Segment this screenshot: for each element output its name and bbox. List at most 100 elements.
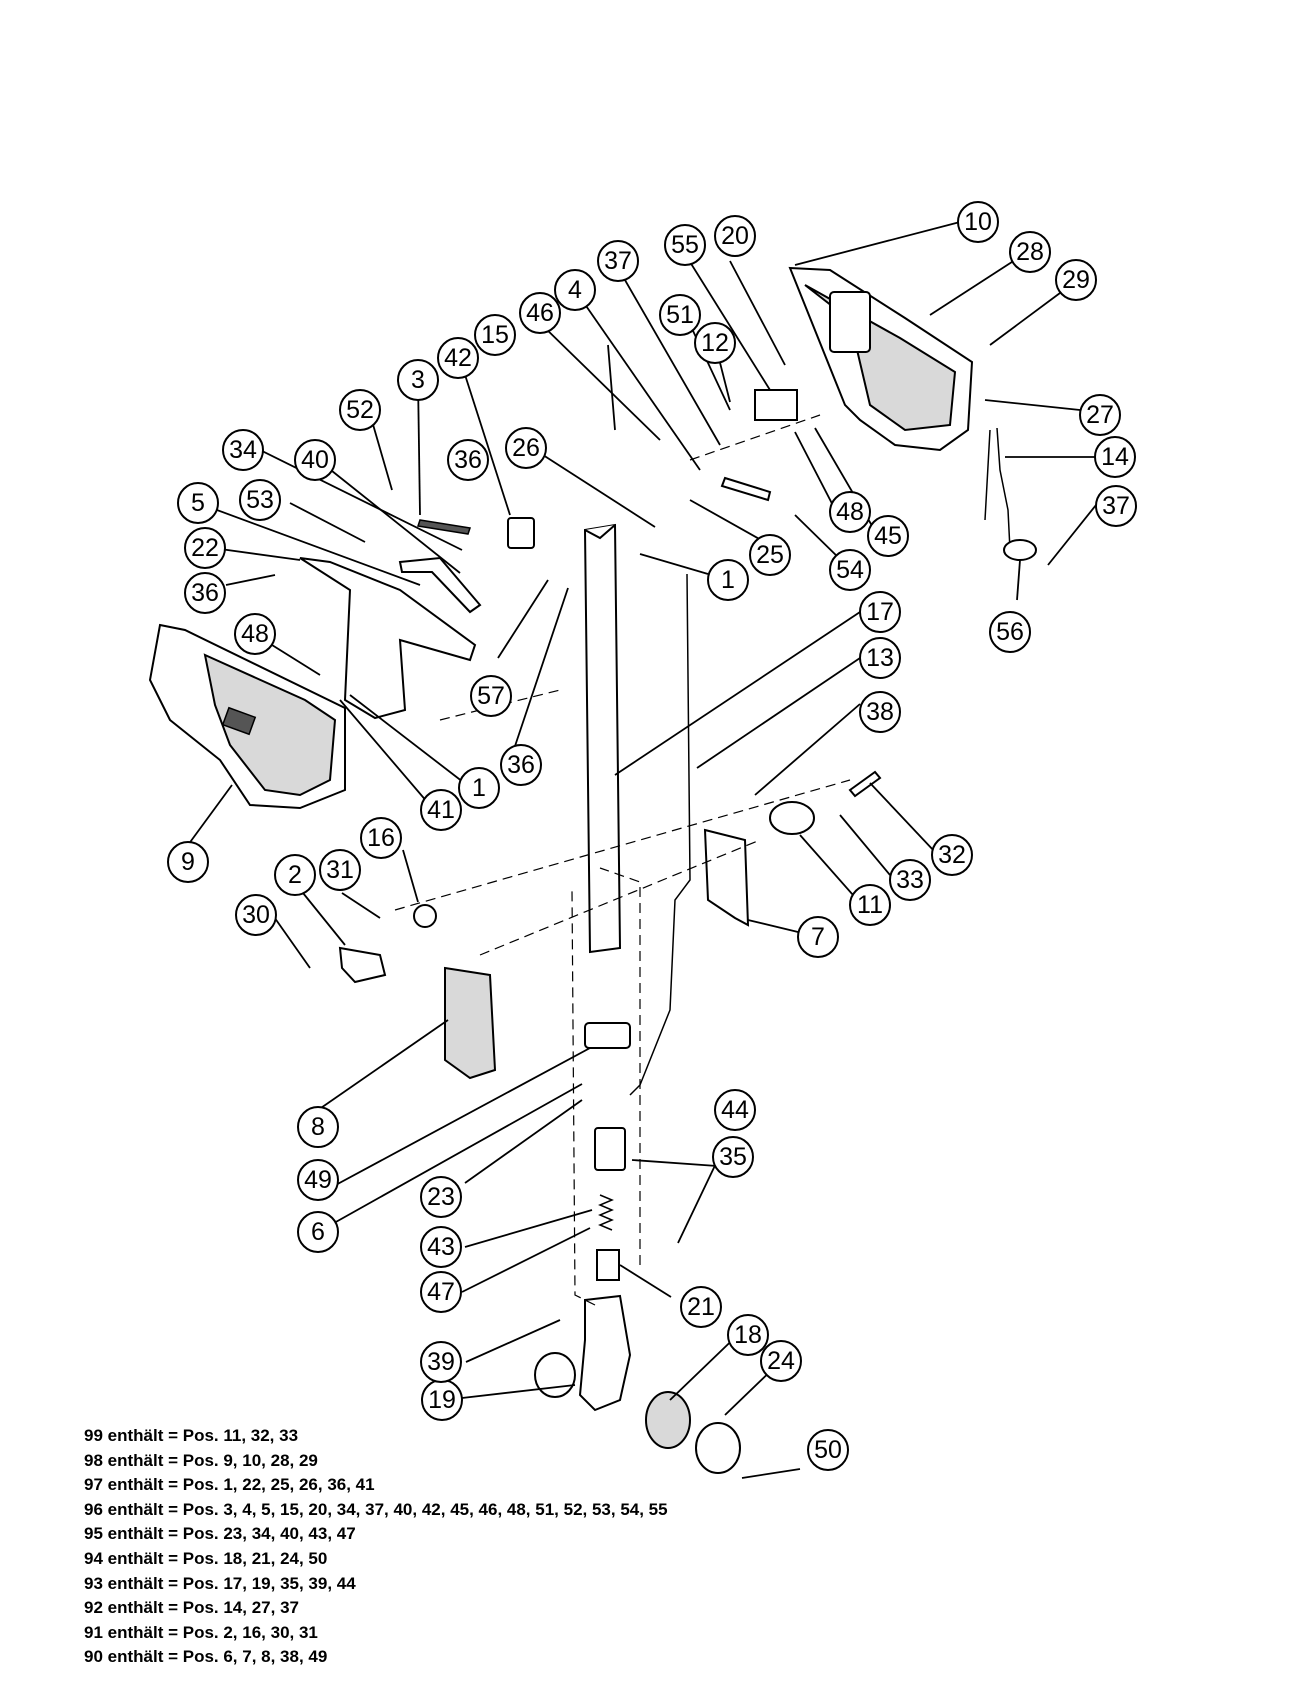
svg-text:17: 17 xyxy=(866,598,894,626)
svg-text:45: 45 xyxy=(874,522,902,550)
part-22-plate xyxy=(299,557,477,720)
callout-15: 15 xyxy=(474,314,516,356)
callout-5: 5 xyxy=(177,482,219,524)
callout-46: 46 xyxy=(519,292,561,334)
callout-18: 18 xyxy=(727,1314,769,1356)
callout-49: 49 xyxy=(297,1159,339,1201)
svg-text:6: 6 xyxy=(311,1218,325,1246)
callout-33: 33 xyxy=(889,859,931,901)
callout-27: 27 xyxy=(1079,394,1121,436)
svg-text:27: 27 xyxy=(1086,401,1114,429)
part-17-tube xyxy=(583,523,622,954)
part-21-block xyxy=(596,1249,620,1281)
svg-text:38: 38 xyxy=(866,698,894,726)
callout-22: 22 xyxy=(184,527,226,569)
callout-51: 51 xyxy=(659,294,701,336)
callout-2: 2 xyxy=(274,854,316,896)
callout-24: 24 xyxy=(760,1340,802,1382)
contents-row-96: 96 enthält = Pos. 3, 4, 5, 15, 20, 34, 3… xyxy=(84,1499,668,1519)
callout-37a: 37 xyxy=(597,240,639,282)
callout-4: 4 xyxy=(554,269,596,311)
svg-text:42: 42 xyxy=(444,344,472,372)
callout-1a: 1 xyxy=(707,559,749,601)
svg-text:30: 30 xyxy=(242,901,270,929)
svg-text:44: 44 xyxy=(721,1096,749,1124)
svg-text:48: 48 xyxy=(836,498,864,526)
svg-text:46: 46 xyxy=(526,299,554,327)
callout-30: 30 xyxy=(235,894,277,936)
part-19-fork xyxy=(578,1294,632,1412)
callout-48a: 48 xyxy=(829,491,871,533)
callout-16: 16 xyxy=(360,817,402,859)
callout-9: 9 xyxy=(167,841,209,883)
svg-text:26: 26 xyxy=(512,434,540,462)
callout-57: 57 xyxy=(470,675,512,717)
svg-text:55: 55 xyxy=(671,231,699,259)
callout-29: 29 xyxy=(1055,259,1097,301)
callout-34: 34 xyxy=(222,429,264,471)
callout-19: 19 xyxy=(421,1379,463,1421)
callout-38: 38 xyxy=(859,691,901,733)
callout-28: 28 xyxy=(1009,231,1051,273)
svg-text:24: 24 xyxy=(767,1347,795,1375)
svg-text:25: 25 xyxy=(756,541,784,569)
svg-text:20: 20 xyxy=(721,222,749,250)
callout-17: 17 xyxy=(859,591,901,633)
svg-text:54: 54 xyxy=(836,556,864,584)
callout-20: 20 xyxy=(714,215,756,257)
contents-row-97: 97 enthält = Pos. 1, 22, 25, 26, 36, 41 xyxy=(84,1475,375,1495)
svg-text:14: 14 xyxy=(1101,443,1129,471)
svg-text:36: 36 xyxy=(507,751,535,779)
part-44-clip xyxy=(594,1127,626,1171)
svg-text:8: 8 xyxy=(311,1113,325,1141)
svg-text:41: 41 xyxy=(427,796,455,824)
svg-text:23: 23 xyxy=(427,1183,455,1211)
callout-53: 53 xyxy=(239,479,281,521)
callout-36a: 36 xyxy=(184,572,226,614)
svg-text:18: 18 xyxy=(734,1321,762,1349)
part-8-side-cover xyxy=(444,966,497,1080)
callout-3: 3 xyxy=(397,359,439,401)
part-42-actuator xyxy=(507,517,535,549)
svg-text:15: 15 xyxy=(481,321,509,349)
contents-row-92: 92 enthält = Pos. 14, 27, 37 xyxy=(84,1598,299,1618)
svg-text:52: 52 xyxy=(346,396,374,424)
svg-text:7: 7 xyxy=(811,923,825,951)
callouts: 1 1 2 3 4 5 6 7 8 9 10 11 12 13 14 15 16… xyxy=(167,201,1137,1471)
part-24-disc xyxy=(695,1422,741,1474)
svg-text:1: 1 xyxy=(472,774,486,802)
callout-13: 13 xyxy=(859,637,901,679)
part-disc-left xyxy=(534,1352,576,1398)
callout-55: 55 xyxy=(664,224,706,266)
contents-row-99: 99 enthält = Pos. 11, 32, 33 xyxy=(84,1426,299,1445)
part-2-hook xyxy=(338,946,387,984)
svg-text:31: 31 xyxy=(326,856,354,884)
contents-row-90: 90 enthält = Pos. 6, 7, 8, 38, 49 xyxy=(84,1647,328,1667)
callout-11: 11 xyxy=(849,884,891,926)
svg-text:43: 43 xyxy=(427,1233,455,1261)
svg-text:53: 53 xyxy=(246,486,274,514)
contents-row-94: 94 enthält = Pos. 18, 21, 24, 50 xyxy=(84,1548,328,1568)
svg-text:37: 37 xyxy=(1102,492,1130,520)
callout-12: 12 xyxy=(694,322,736,364)
callout-43: 43 xyxy=(420,1226,462,1268)
svg-text:39: 39 xyxy=(427,1348,455,1376)
svg-text:34: 34 xyxy=(229,436,257,464)
part-49-frame xyxy=(584,1022,631,1049)
svg-text:5: 5 xyxy=(191,489,205,517)
callout-7: 7 xyxy=(797,916,839,958)
callout-8: 8 xyxy=(297,1106,339,1148)
callout-45: 45 xyxy=(867,515,909,557)
callout-36b: 36 xyxy=(500,744,542,786)
svg-text:33: 33 xyxy=(896,866,924,894)
svg-text:35: 35 xyxy=(719,1143,747,1171)
svg-text:48: 48 xyxy=(241,620,269,648)
svg-text:21: 21 xyxy=(687,1293,715,1321)
parts-layer xyxy=(148,266,1037,1474)
callout-35: 35 xyxy=(712,1136,754,1178)
part-32-bolt xyxy=(848,770,882,798)
callout-6: 6 xyxy=(297,1211,339,1253)
svg-text:9: 9 xyxy=(181,848,195,876)
assembly-lines xyxy=(394,414,851,1306)
